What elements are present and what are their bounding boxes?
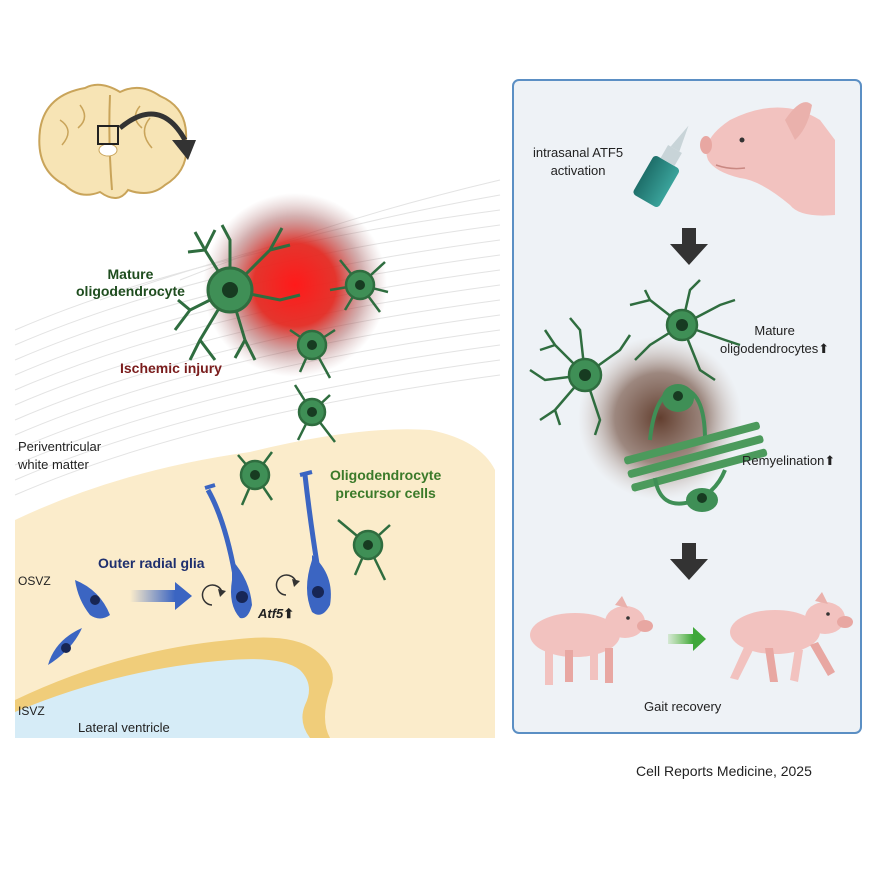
white-matter-line2: white matter	[18, 457, 89, 472]
up-arrow-icon: ⬆	[283, 606, 295, 621]
mature-oligodendrocyte-cell	[173, 224, 301, 361]
intranasal-label: intrasanal ATF5 activation	[533, 144, 623, 180]
cycle-arrow-icon	[275, 574, 297, 596]
mature-oligodendrocyte-line2: oligodendrocyte	[76, 283, 185, 299]
atf5-text: Atf5	[258, 606, 284, 621]
up-arrow-icon: ⬆	[824, 453, 836, 468]
opc-cell	[289, 328, 336, 379]
zoom-arrow-icon	[118, 111, 196, 160]
outer-radial-glia-label: Outer radial glia	[98, 555, 205, 571]
oligodendrocyte-cell	[329, 259, 389, 313]
opc-label: Oligodendrocyte precursor cells	[330, 466, 441, 502]
isvz-label: ISVZ	[18, 704, 45, 718]
pig-recovered-icon	[730, 592, 853, 682]
mature-oligodendrocytes-text: oligodendrocytes	[720, 341, 819, 356]
cycle-arrow-head	[218, 589, 226, 597]
cycle-arrow-icon	[201, 584, 223, 606]
gait-recovery-label: Gait recovery	[644, 699, 722, 714]
mature-oligodendrocytes-line1: Mature	[754, 323, 795, 338]
outer-radial-glia-cell	[204, 483, 252, 619]
osvz-label: OSVZ	[18, 574, 51, 588]
lateral-ventricle	[15, 659, 310, 738]
right-panel	[512, 79, 862, 734]
recovery-arrow-icon	[668, 627, 706, 651]
white-matter-line1: Periventricular	[18, 439, 102, 454]
mature-oligodendrocytes-label: Mature oligodendrocytes⬆	[720, 322, 829, 358]
ischemic-injury-label: Ischemic injury	[120, 360, 222, 376]
opc-cell	[237, 451, 274, 506]
citation: Cell Reports Medicine, 2025	[636, 763, 812, 779]
migration-arrow-icon	[130, 582, 192, 610]
mature-oligodendrocyte-cell	[529, 317, 632, 436]
opc-cell	[293, 384, 336, 443]
lateral-ventricle-label: Lateral ventricle	[78, 720, 170, 735]
opc-line2: precursor cells	[335, 485, 436, 501]
radial-glia-cell	[48, 628, 82, 665]
nasal-spray-icon	[633, 125, 689, 208]
pig-head-icon	[700, 102, 835, 216]
remyelination-area	[578, 336, 742, 500]
myelinating-cell	[624, 384, 768, 512]
atf5-label: Atf5⬆	[258, 606, 294, 622]
mature-oligodendrocytes-line2: oligodendrocytes⬆	[720, 340, 829, 358]
left-panel	[14, 83, 501, 738]
remyelination-label: Remyelination⬆	[742, 453, 835, 469]
up-arrow-icon: ⬆	[818, 341, 830, 356]
down-arrow-icon	[670, 543, 708, 580]
mature-oligodendrocyte-label: Mature oligodendrocyte	[76, 266, 185, 300]
remyelination-text: Remyelination	[742, 453, 825, 468]
down-arrow-icon	[670, 228, 708, 265]
ischemic-injury-area	[203, 193, 387, 377]
mature-oligodendrocyte-line1: Mature	[107, 266, 154, 282]
pig-impaired-icon	[530, 596, 653, 685]
outer-radial-glia-cell	[299, 470, 331, 615]
opc-cell	[337, 519, 391, 581]
radial-glia-cell	[75, 580, 110, 619]
white-matter-label: Periventricular white matter	[18, 438, 101, 474]
opc-line1: Oligodendrocyte	[330, 467, 442, 483]
intranasal-line2: activation	[550, 163, 606, 178]
cycle-arrow-head	[292, 579, 300, 587]
mature-oligodendrocyte-cell	[629, 279, 741, 382]
brain-icon	[38, 83, 188, 199]
intranasal-line1: intrasanal ATF5	[533, 145, 624, 160]
